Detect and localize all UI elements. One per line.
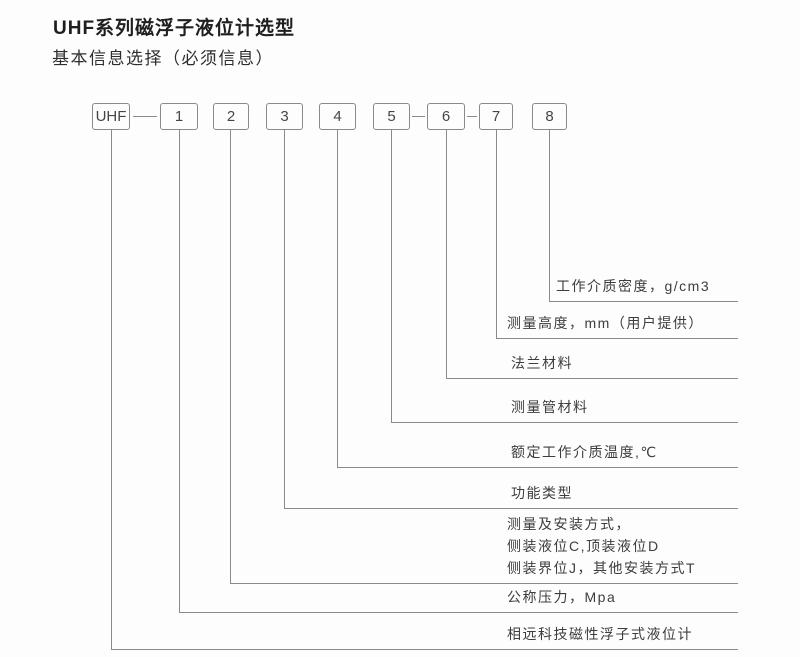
connector-prefix-horizontal (111, 649, 738, 650)
code-box-6: 6 (427, 103, 465, 130)
connector-4-horizontal (337, 467, 738, 468)
code-box-4: 4 (319, 103, 356, 130)
connector-2-horizontal (230, 583, 738, 584)
connector-5-horizontal (391, 422, 738, 423)
code-digit-8: 8 (545, 108, 554, 125)
connector-8-vertical (549, 130, 550, 301)
connector-6-horizontal (446, 378, 738, 379)
code-box-5: 5 (373, 103, 410, 130)
dash-5-to-6 (412, 116, 425, 117)
dash-prefix-to-1 (133, 116, 157, 117)
dash-6-to-7 (467, 116, 477, 117)
branch-label-function: 功能类型 (511, 485, 573, 501)
code-box-2: 2 (213, 103, 249, 130)
code-digit-7: 7 (491, 108, 501, 125)
page-subtitle: 基本信息选择（必须信息） (52, 49, 274, 68)
branch-label-height: 测量高度，mm（用户提供） (507, 315, 704, 331)
branch-label-density: 工作介质密度，g/cm3 (556, 278, 711, 294)
connector-7-vertical (496, 130, 497, 338)
connector-1-vertical (179, 130, 180, 612)
code-box-3: 3 (266, 103, 303, 130)
connector-6-vertical (446, 130, 447, 378)
connector-1-horizontal (179, 612, 738, 613)
code-digit-1: 1 (174, 108, 184, 125)
connector-8-horizontal (549, 301, 738, 302)
code-box-prefix: UHF (92, 103, 130, 130)
branch-label-tube: 测量管材料 (511, 399, 589, 415)
code-digit-6: 6 (441, 108, 451, 125)
connector-prefix-vertical (111, 130, 112, 649)
page-title: UHF系列磁浮子液位计选型 (53, 18, 296, 39)
code-prefix-label: UHF (95, 108, 127, 125)
mounting-line-3: 侧装界位J，其他安装方式T (507, 560, 697, 576)
mounting-line-1: 测量及安装方式， (507, 516, 631, 532)
code-box-7: 7 (479, 103, 513, 130)
code-digit-4: 4 (333, 108, 342, 125)
code-digit-2: 2 (226, 108, 236, 125)
branch-label-pressure: 公称压力，Mpa (507, 589, 617, 605)
connector-3-horizontal (284, 508, 738, 509)
branch-label-temperature: 额定工作介质温度,℃ (511, 444, 658, 460)
connector-2-vertical (230, 130, 231, 583)
code-box-1: 1 (160, 103, 198, 130)
code-digit-3: 3 (280, 108, 289, 125)
branch-label-mounting: 测量及安装方式， 侧装液位C,顶装液位D 侧装界位J，其他安装方式T (507, 513, 696, 579)
branch-label-product: 相远科技磁性浮子式液位计 (507, 626, 693, 642)
code-digit-5: 5 (387, 108, 396, 125)
connector-7-horizontal (496, 338, 738, 339)
connector-3-vertical (284, 130, 285, 508)
branch-label-flange: 法兰材料 (511, 355, 573, 371)
connector-4-vertical (337, 130, 338, 467)
mounting-line-2: 侧装液位C,顶装液位D (507, 538, 660, 554)
connector-5-vertical (391, 130, 392, 422)
code-box-8: 8 (532, 103, 567, 130)
